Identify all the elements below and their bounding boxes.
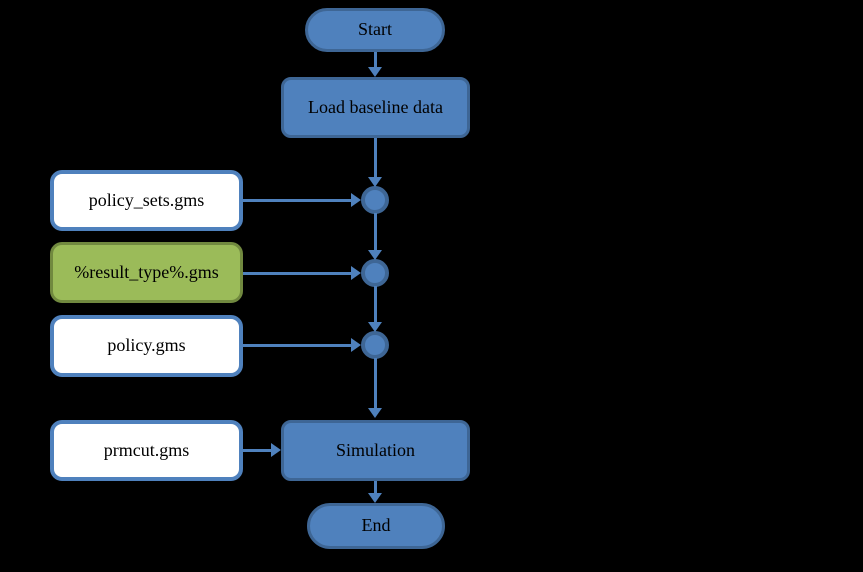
node-simulation-label: Simulation: [335, 439, 415, 460]
junction-1-connector: [361, 186, 389, 214]
node-simulation: Simulation: [281, 420, 470, 481]
arrow-resulttype-to-junction2-head-icon: [351, 266, 361, 280]
arrow-start-to-load-line: [373, 52, 377, 67]
arrow-prmcut-to-simulation-line: [243, 448, 271, 452]
node-policy-sets-gms: policy_sets.gms: [50, 170, 243, 231]
node-load-baseline-data-label: Load baseline data: [308, 96, 443, 117]
node-prmcut-gms-label: prmcut.gms: [103, 439, 190, 460]
arrow-load-to-junction1-line: [373, 138, 377, 177]
arrow-simulation-to-end-line: [373, 481, 377, 493]
arrow-load-to-junction1-head-icon: [368, 177, 382, 187]
arrow-junction1-to-junction2-line: [373, 213, 377, 250]
node-end: End: [307, 503, 445, 549]
node-start: Start: [305, 8, 445, 52]
node-result-type-gms: %result_type%.gms: [50, 242, 243, 303]
arrow-policy-to-junction3-head-icon: [351, 338, 361, 352]
arrow-simulation-to-end-head-icon: [368, 493, 382, 503]
node-policy-sets-gms-label: policy_sets.gms: [88, 189, 205, 210]
arrow-junction1-to-junction2-head-icon: [368, 250, 382, 260]
arrow-policysets-to-junction1-head-icon: [351, 193, 361, 207]
arrow-resulttype-to-junction2-line: [243, 271, 351, 275]
junction-2-connector: [361, 259, 389, 287]
node-end-label: End: [361, 515, 391, 536]
arrow-junction3-to-simulation-head-icon: [368, 408, 382, 418]
arrow-junction2-to-junction3-head-icon: [368, 322, 382, 332]
node-prmcut-gms: prmcut.gms: [50, 420, 243, 481]
arrow-policy-to-junction3-line: [243, 343, 351, 347]
arrow-start-to-load-head-icon: [368, 67, 382, 77]
arrow-junction2-to-junction3-line: [373, 286, 377, 322]
node-load-baseline-data: Load baseline data: [281, 77, 470, 138]
node-start-label: Start: [358, 19, 392, 40]
arrow-junction3-to-simulation-line: [373, 358, 377, 408]
node-policy-gms: policy.gms: [50, 315, 243, 377]
arrow-prmcut-to-simulation-head-icon: [271, 443, 281, 457]
arrow-policysets-to-junction1-line: [243, 198, 351, 202]
junction-3-connector: [361, 331, 389, 359]
node-result-type-gms-label: %result_type%.gms: [74, 261, 219, 282]
node-policy-gms-label: policy.gms: [107, 335, 186, 356]
